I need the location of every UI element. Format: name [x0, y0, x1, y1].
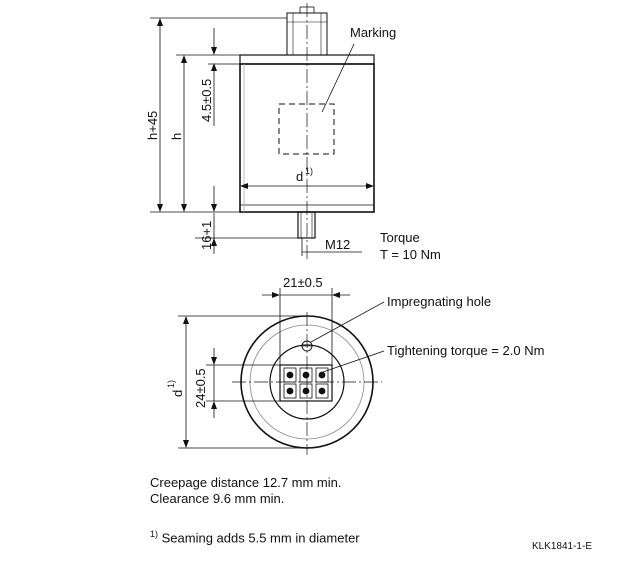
label-d-bottom-sup: 1) [166, 380, 176, 388]
label-h45: h+45 [145, 111, 160, 140]
top-dimensions [178, 288, 385, 449]
terminal-block [279, 364, 333, 402]
creepage-note: Creepage distance 12.7 mm min. [150, 475, 342, 490]
label-torque: Torque [380, 230, 420, 245]
tightening-torque-leader [322, 350, 385, 373]
mounting-stud [297, 211, 316, 239]
label-tightening-torque: Tightening torque = 2.0 Nm [387, 343, 544, 358]
footnote-mark: 1) [150, 529, 159, 539]
marking-area [278, 103, 335, 155]
label-d-top: d [296, 169, 303, 184]
terminal-screws [283, 367, 329, 399]
impregnating-hole-leader [310, 301, 385, 343]
label-impregnating-hole: Impregnating hole [387, 294, 491, 309]
drawing-code: KLK1841-1-E [531, 541, 592, 552]
label-stud-length: 16+1 [199, 221, 214, 250]
label-d-bottom: d [170, 390, 185, 397]
side-view [239, 3, 375, 262]
label-marking: Marking [350, 25, 396, 40]
marking-leader [321, 43, 355, 113]
label-torque-value: T = 10 Nm [380, 247, 441, 262]
clearance-note: Clearance 9.6 mm min. [150, 491, 285, 506]
label-thread-height: 4.5±0.5 [199, 79, 214, 122]
footnote: 1) Seaming adds 5.5 mm in diameter [150, 526, 360, 546]
label-h: h [169, 133, 184, 140]
label-terminal-width: 21±0.5 [283, 275, 323, 290]
label-thread: M12 [325, 237, 350, 252]
label-terminal-height: 24±0.5 [193, 368, 208, 408]
top-view [232, 312, 382, 455]
side-dimensions [150, 17, 374, 256]
footnote-text: Seaming adds 5.5 mm in diameter [161, 530, 360, 546]
label-d-top-sup: 1) [305, 166, 313, 176]
